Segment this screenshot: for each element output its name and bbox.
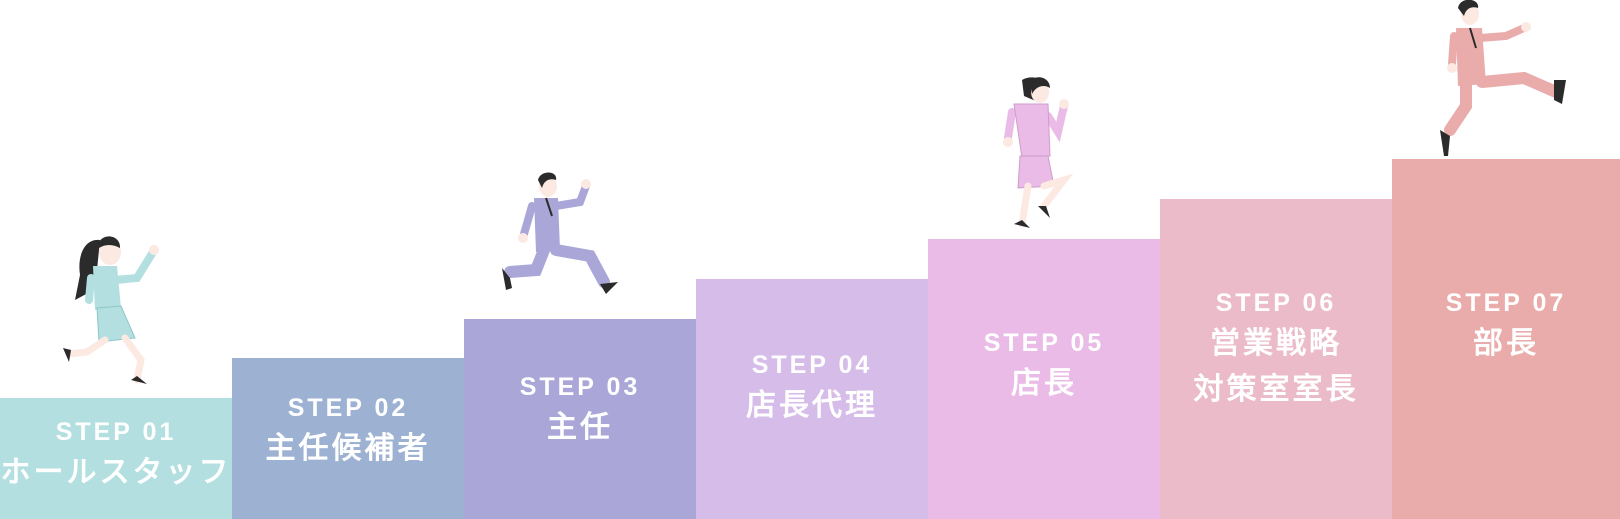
step-title: ホールスタッフ [0, 455, 232, 490]
step-02-block: STEP 02 主任候補者 [232, 358, 464, 519]
step-title: 営業戦略 対策室室長 [1193, 326, 1359, 407]
step-title: 店長 [1011, 366, 1077, 401]
step-label: STEP 05 [983, 329, 1105, 357]
running-man-icon [1440, 0, 1566, 156]
step-label: STEP 06 [1215, 289, 1337, 317]
step-05-block: STEP 05 店長 [928, 239, 1160, 519]
step-label: STEP 02 [287, 394, 409, 422]
running-woman-icon [1003, 77, 1074, 228]
step-title: 主任 [547, 410, 613, 445]
step-label: STEP 03 [519, 373, 641, 401]
running-man-icon [502, 172, 618, 294]
step-01-block: STEP 01 ホールスタッフ [0, 398, 232, 519]
step-03-block: STEP 03 主任 [464, 319, 696, 519]
step-06-block: STEP 06 営業戦略 対策室室長 [1160, 199, 1392, 519]
step-label: STEP 07 [1445, 289, 1567, 317]
running-woman-icon [63, 236, 159, 384]
step-label: STEP 04 [751, 351, 873, 379]
step-04-block: STEP 04 店長代理 [696, 279, 928, 519]
step-title: 部長 [1473, 326, 1539, 361]
step-title: 店長代理 [746, 388, 878, 423]
step-label: STEP 01 [55, 418, 177, 446]
step-title: 主任候補者 [265, 431, 431, 466]
step-07-block: STEP 07 部長 [1392, 159, 1620, 519]
